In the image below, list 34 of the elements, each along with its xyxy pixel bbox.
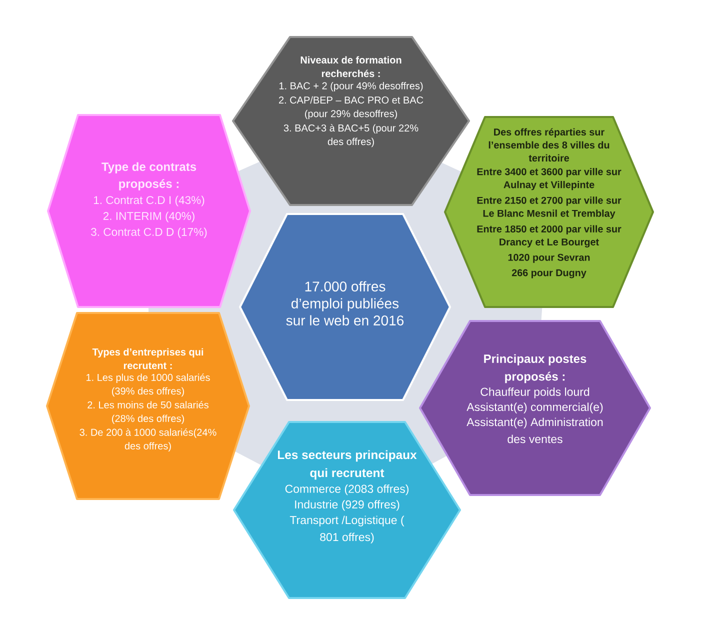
- list-item: Commerce (2083 offres): [285, 484, 408, 496]
- list-item: 2. Les moins de 50 salariés (28% des offres): [88, 400, 208, 424]
- heading: Types d’entreprises qui recrutent :: [92, 348, 204, 370]
- list-item: 266 pour Dugny: [512, 269, 586, 278]
- list-item: 3. De 200 à 1000 salariés(24% des offres): [80, 428, 216, 452]
- list-item: Entre 2150 et 2700 par ville sur Le Blanc Mesnil et Tremblay: [477, 196, 622, 219]
- hexagon-box: [444, 116, 654, 308]
- hexagon-box: [239, 213, 451, 401]
- list-item: Assistant(e) commercial(e): [466, 402, 603, 414]
- hexagon-box: [47, 114, 251, 308]
- hexagon-box: [419, 320, 651, 496]
- list-item: Entre 1850 et 2000 par ville sur Drancy et Le Bourget: [477, 225, 622, 248]
- heading: Type de contrats proposés :: [102, 162, 196, 190]
- list-item: Chauffeur poids lourd: [480, 388, 590, 398]
- list-item: 2. INTERIM (40%): [103, 212, 194, 222]
- headline-text: 17.000 offres d’emploi publiées sur le web en 2016: [286, 281, 404, 326]
- heading: Niveaux de formation recherchés :: [300, 56, 402, 78]
- heading: Les secteurs principaux qui recrutent: [278, 450, 417, 480]
- list-item: 3. BAC+3 à BAC+5 (pour 22% des offres): [284, 124, 418, 148]
- heading: Principaux postes proposés :: [484, 354, 586, 384]
- list-item: 3. Contrat C.D D (17%): [91, 228, 207, 238]
- list-item: Assistant(e) Administration des ventes: [466, 418, 603, 444]
- list-item: 1020 pour Sevran: [508, 254, 590, 263]
- list-item: Transport /Logistique ( 801 offres): [290, 516, 404, 544]
- hexagon-box: [232, 36, 470, 206]
- hexagon-box: [46, 312, 250, 500]
- list-item: 1. BAC + 2 (pour 49% desoffres): [279, 82, 423, 92]
- list-item: 1. Contrat C.D I (43%): [94, 196, 204, 206]
- list-item: Industrie (929 offres): [295, 500, 400, 511]
- list-item: Entre 3400 et 3600 par ville sur Aulnay et Villepinte: [477, 168, 622, 190]
- heading: Des offres réparties sur l’ensemble des 8 villes du territoire: [488, 128, 610, 162]
- list-item: 1. Les plus de 1000 salariés (39% des offres): [86, 374, 210, 397]
- hexagon-box: [233, 421, 461, 599]
- list-item: 2. CAP/BEP – BAC PRO et BAC (pour 29% desoffres): [278, 96, 424, 120]
